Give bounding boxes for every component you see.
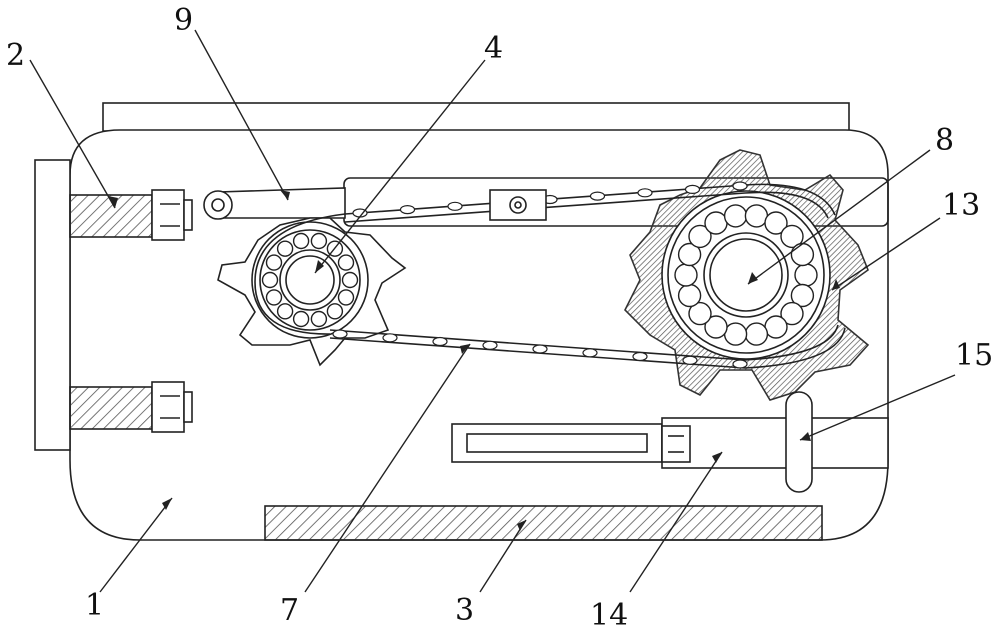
bearing-ball — [276, 303, 294, 320]
left-side-plate — [34, 159, 71, 451]
chain-link — [637, 188, 653, 198]
callout-1: 1 — [85, 588, 104, 623]
bearing-ball — [674, 263, 698, 287]
chain-link — [482, 340, 498, 350]
chain-link — [682, 355, 698, 365]
bearing-ball — [261, 271, 279, 289]
chain-link — [684, 184, 701, 194]
bearing-ball — [265, 289, 283, 306]
bearing-ball — [310, 232, 328, 250]
bearing-ball — [337, 289, 355, 306]
bearing-ball — [744, 322, 769, 346]
bearing-ball — [780, 224, 804, 249]
chain-link — [382, 333, 398, 343]
chain-link — [732, 359, 748, 369]
bearing-ball — [790, 242, 815, 267]
bearing-ball — [723, 322, 748, 346]
drive-chain — [254, 183, 846, 369]
left-mount-lower — [69, 381, 193, 433]
bearing-ball — [326, 303, 344, 320]
bearing-ball — [704, 211, 728, 235]
callout-15: 15 — [955, 338, 993, 373]
left-mount-upper — [69, 189, 193, 241]
callout-8: 8 — [935, 123, 954, 158]
chain-link — [589, 191, 606, 201]
leader-arrowheads — [108, 190, 840, 531]
bearing-ball — [292, 310, 310, 328]
bearing-ball — [341, 271, 359, 289]
chain-link — [332, 329, 348, 339]
chain-link — [532, 344, 548, 354]
bearing-ball — [677, 283, 702, 308]
bearing-ball — [704, 315, 728, 339]
tension-arm — [203, 187, 346, 220]
chain-links — [332, 181, 748, 369]
callout-3: 3 — [455, 593, 474, 628]
bearing-ball — [337, 254, 355, 271]
bearing-ball — [723, 204, 748, 228]
bearing-ball — [764, 315, 788, 339]
bearing-ball — [764, 211, 788, 235]
callout-14: 14 — [590, 598, 628, 633]
bearing-ball — [688, 224, 712, 249]
bottom-hatched-plate — [264, 505, 823, 541]
chain-link — [582, 348, 598, 358]
callout-13: 13 — [942, 188, 980, 223]
leader-lines — [29, 29, 956, 593]
bearing-ball — [292, 232, 310, 250]
callout-2: 2 — [6, 38, 25, 73]
chain-link — [632, 351, 648, 362]
chain-link — [399, 205, 416, 215]
bearing-ball — [265, 254, 283, 271]
bearing-ball — [688, 301, 712, 326]
callout-9: 9 — [174, 3, 193, 38]
linear-actuator — [451, 417, 889, 469]
top-cover-plate — [102, 102, 850, 132]
callout-7: 7 — [280, 593, 299, 628]
handle — [785, 391, 813, 493]
bearing-ball — [276, 240, 294, 257]
chain-link — [447, 201, 463, 211]
large-bearing-balls — [674, 204, 818, 346]
callout-4: 4 — [484, 31, 503, 66]
bearing-ball — [744, 204, 769, 228]
chain-link — [432, 336, 448, 347]
chain-link — [732, 181, 748, 191]
bearing-ball — [794, 263, 818, 287]
bearing-ball — [780, 301, 804, 326]
bearing-ball — [677, 242, 702, 267]
bearing-ball — [310, 310, 328, 328]
bearing-ball — [790, 283, 815, 308]
chain-tensioner-block — [489, 189, 547, 221]
